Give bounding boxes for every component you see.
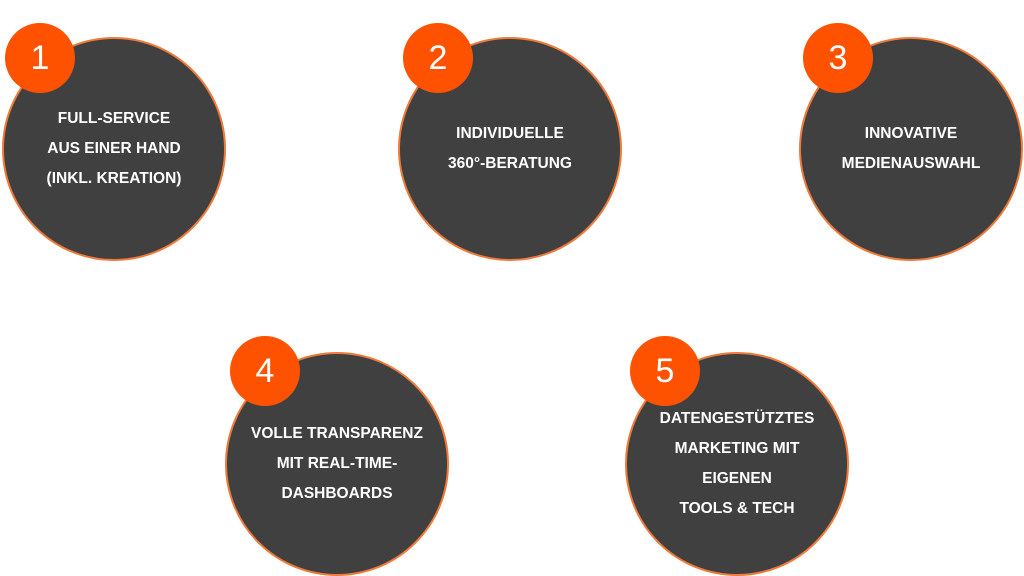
feature-label: DATENGESTÜTZTES MARKETING MIT EIGENEN TO… <box>659 410 815 517</box>
number-badge-1: 1 <box>5 23 75 93</box>
feature-label: FULL-SERVICE AUS EINER HAND (INKL. KREAT… <box>46 110 182 187</box>
feature-label: INDIVIDUELLE 360°-BERATUNG <box>448 125 572 172</box>
number-badge-2: 2 <box>403 23 473 93</box>
feature-circle-4: VOLLE TRANSPARENZ MIT REAL-TIME- DASHBOA… <box>225 352 449 576</box>
feature-label: VOLLE TRANSPARENZ MIT REAL-TIME- DASHBOA… <box>251 425 423 502</box>
feature-circle-5: DATENGESTÜTZTES MARKETING MIT EIGENEN TO… <box>625 352 849 576</box>
number-badge-4: 4 <box>230 336 300 406</box>
feature-circle-1: FULL-SERVICE AUS EINER HAND (INKL. KREAT… <box>2 37 226 261</box>
feature-circle-3: INNOVATIVE MEDIENAUSWAHL <box>799 37 1023 261</box>
number-badge-3: 3 <box>803 23 873 93</box>
number-badge-5: 5 <box>630 336 700 406</box>
feature-label: INNOVATIVE MEDIENAUSWAHL <box>841 125 981 172</box>
